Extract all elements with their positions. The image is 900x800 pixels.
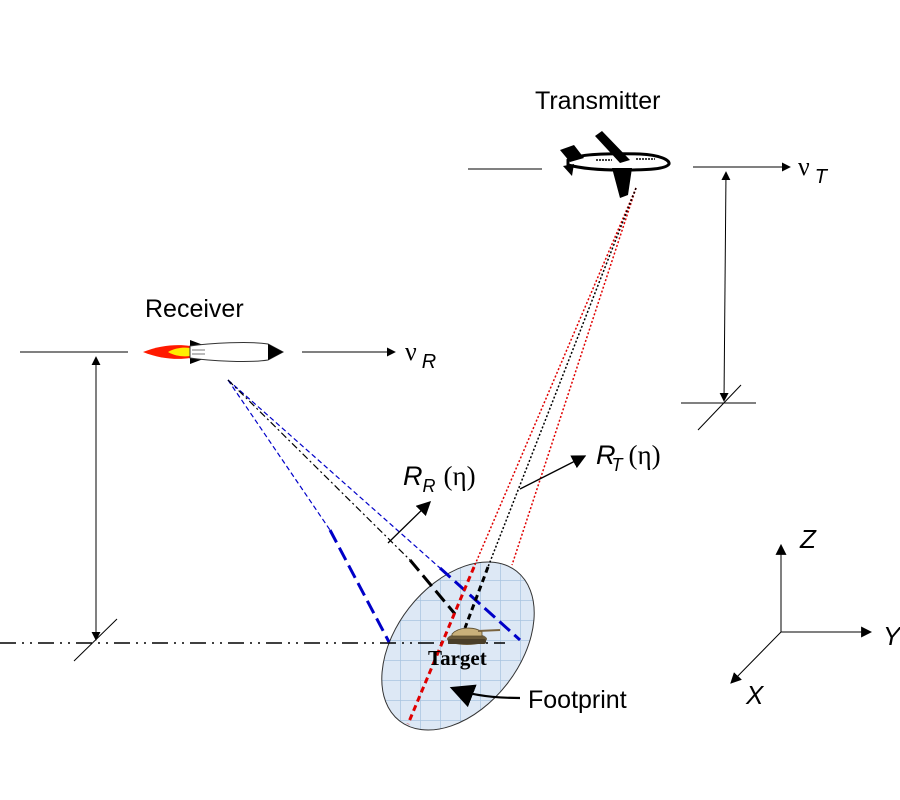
transmitter-range-pointer-arrow (519, 455, 587, 490)
receiver-range-label: RR(η) (403, 461, 476, 496)
footprint-ellipse (350, 532, 566, 760)
receiver-missile-icon (20, 340, 285, 364)
transmitter-beam (406, 187, 637, 725)
footprint-label: Footprint (528, 686, 627, 714)
receiver-label: Receiver (145, 295, 244, 323)
receiver-beam (227, 379, 522, 643)
x-axis-label: X (745, 680, 765, 710)
coordinate-axes: Z Y X (730, 524, 900, 710)
transmitter-altitude-dimension (681, 171, 756, 431)
transmitter-label: Transmitter (535, 87, 660, 115)
y-axis-label: Y (883, 621, 900, 651)
receiver-range-pointer-arrow (387, 501, 432, 544)
z-axis-label: Z (799, 524, 817, 554)
transmitter-range-label: RT(η) (596, 440, 661, 475)
target-tank-icon (447, 627, 501, 645)
target-label: Target (428, 646, 487, 670)
transmitter-aircraft-icon (468, 131, 671, 198)
footprint-pointer-arrow (449, 684, 521, 708)
x-axis-arrow (730, 631, 782, 684)
receiver-altitude-dimension (73, 356, 118, 662)
